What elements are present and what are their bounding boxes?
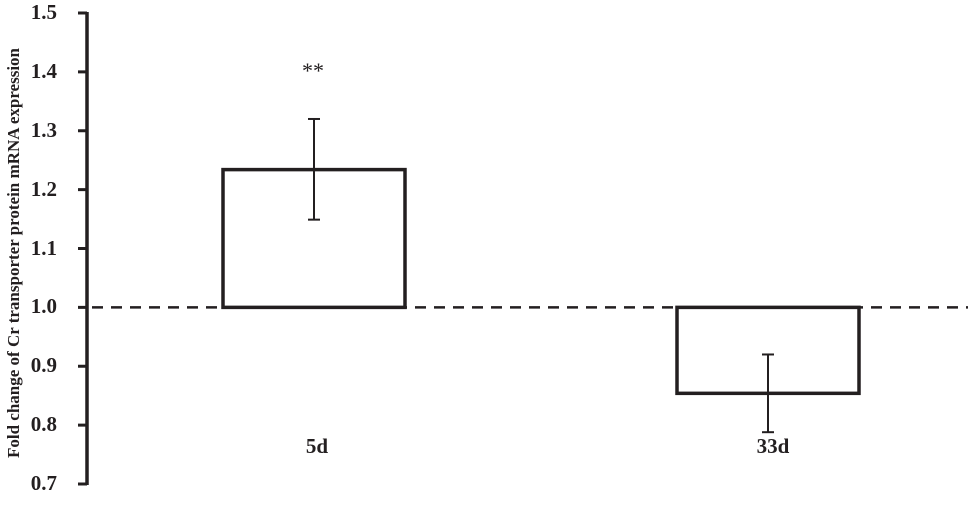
y-tick-label: 0.9 (30, 353, 57, 378)
y-tick-label: 0.7 (30, 471, 57, 495)
category-label: 33d (756, 434, 790, 458)
significance-annotation: ** (302, 58, 324, 83)
y-tick-label: 1.2 (30, 176, 57, 201)
category-label: 5d (305, 434, 329, 458)
bars (221, 167, 861, 396)
y-tick-label: 1.3 (30, 117, 57, 142)
y-tick-label: 1.1 (30, 235, 57, 260)
y-tick-label: 1.5 (30, 0, 57, 24)
y-axis (78, 11, 89, 486)
y-tick-label: 1.4 (30, 58, 57, 83)
y-tick-label: 1.0 (30, 294, 57, 319)
error-bars (308, 117, 774, 434)
y-tick-label: 0.8 (30, 412, 57, 437)
